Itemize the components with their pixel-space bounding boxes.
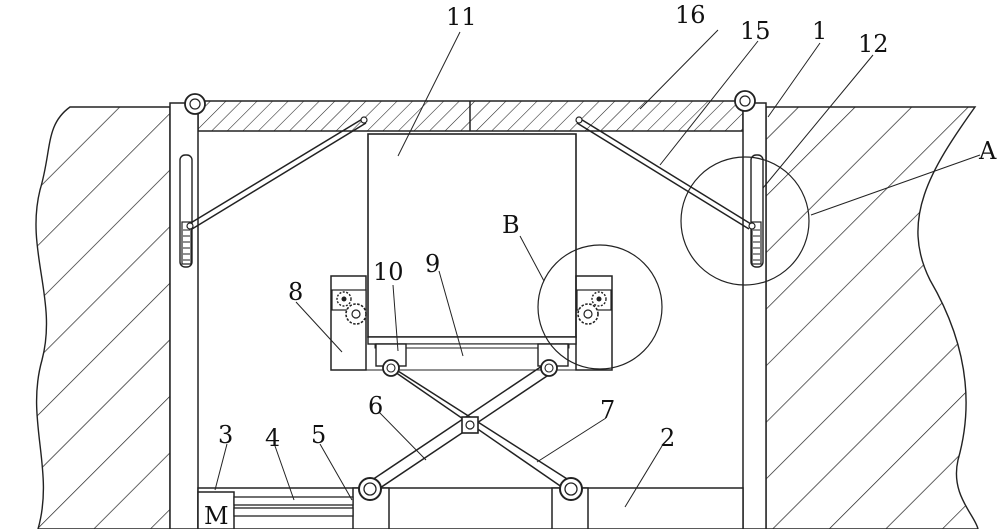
right-wall <box>765 106 979 529</box>
label-3: 3 <box>218 421 233 449</box>
detail-circle-a <box>680 156 810 286</box>
right-connecting-rod <box>575 116 756 230</box>
right-gear-assembly <box>576 289 612 325</box>
label-6: 6 <box>368 392 383 420</box>
left-slider <box>181 221 192 265</box>
support-plate <box>367 336 577 345</box>
leader-lines <box>214 29 981 508</box>
scissor-top-right-pivot <box>540 359 558 377</box>
label-12: 12 <box>858 30 889 58</box>
left-gear-assembly <box>331 289 367 325</box>
label-2: 2 <box>660 424 675 452</box>
right-slider <box>751 221 762 265</box>
label-10: 10 <box>373 258 404 286</box>
screw-rod <box>233 496 354 517</box>
label-m: M <box>204 502 229 529</box>
label-11: 11 <box>446 3 477 31</box>
label-9: 9 <box>425 250 440 278</box>
label-7: 7 <box>600 396 615 424</box>
box <box>367 133 577 338</box>
label-16: 16 <box>675 1 706 29</box>
detail-circle-b <box>537 244 663 370</box>
scissor-arm-6 <box>386 363 576 493</box>
label-a: A <box>978 137 997 165</box>
label-b: B <box>502 211 520 239</box>
label-4: 4 <box>265 424 280 452</box>
scissor-center-pivot <box>461 416 479 434</box>
right-top-pivot <box>734 90 756 112</box>
right-slider-teeth <box>753 229 760 261</box>
scissor-bottom-left-pivot <box>358 477 382 501</box>
label-8: 8 <box>288 278 303 306</box>
scissor-top-left-pivot <box>382 359 400 377</box>
left-connecting-rod <box>186 116 368 230</box>
left-slider-teeth <box>183 229 190 261</box>
label-5: 5 <box>311 421 326 449</box>
left-wall <box>35 106 171 529</box>
scissor-bottom-right-pivot <box>559 477 583 501</box>
left-top-pivot <box>184 93 206 115</box>
label-1: 1 <box>812 17 827 45</box>
label-15: 15 <box>740 17 771 45</box>
